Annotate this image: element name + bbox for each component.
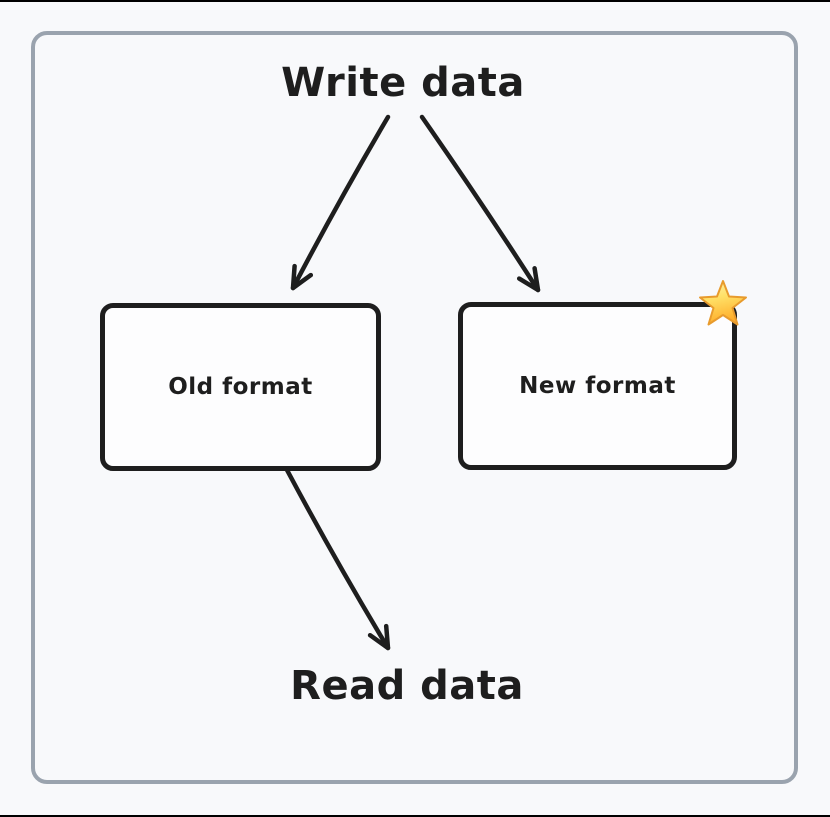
bottom-edge-bar	[0, 815, 830, 817]
diagram-frame	[31, 31, 798, 784]
star-icon	[699, 280, 747, 326]
read-data-label: Read data	[290, 663, 524, 709]
top-edge-bar	[0, 0, 830, 2]
node-new-format: New format	[458, 302, 737, 470]
node-old-format: Old format	[100, 303, 381, 471]
node-new-format-label: New format	[519, 373, 676, 399]
node-old-format-label: Old format	[168, 374, 313, 400]
write-data-label: Write data	[281, 60, 525, 106]
